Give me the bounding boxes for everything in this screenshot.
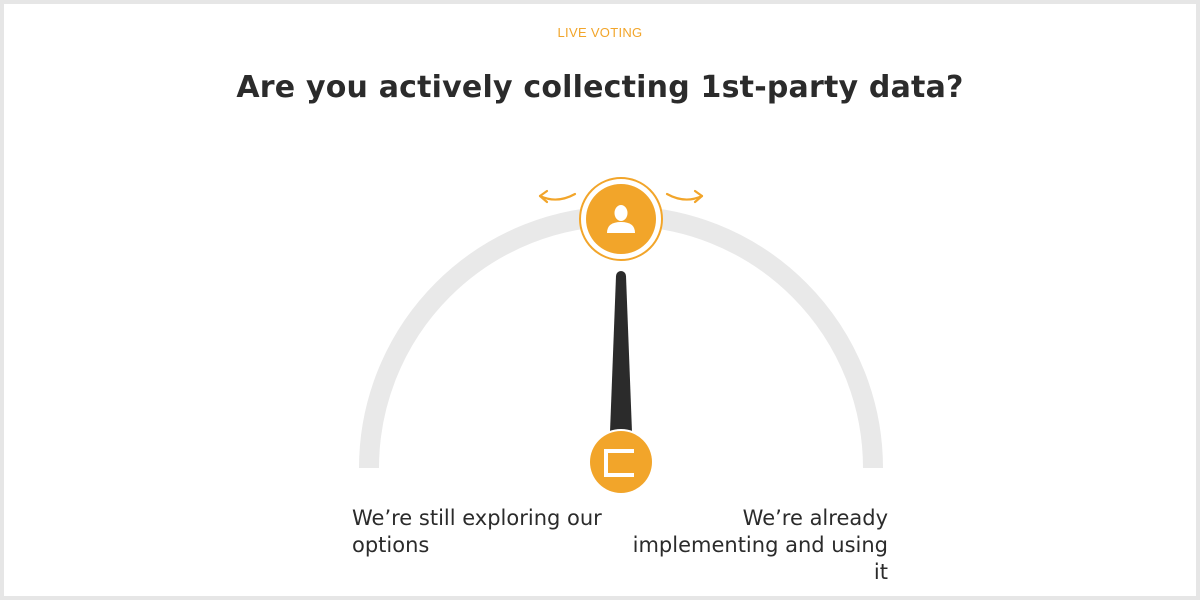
poll-question: Are you actively collecting 1st-party da… xyxy=(236,70,964,105)
user-icon[interactable] xyxy=(579,177,663,261)
live-voting-label: LIVE VOTING xyxy=(557,25,643,40)
poll-card xyxy=(4,4,1196,596)
option-left-label: We’re still exploring our options xyxy=(352,506,602,557)
curved-arrow-left-icon xyxy=(538,189,577,204)
curved-arrow-right-icon xyxy=(665,189,704,204)
vote-needle[interactable] xyxy=(610,271,632,432)
bracket-logo-icon xyxy=(588,429,654,495)
option-right-label: We’re already implementing and using it xyxy=(632,506,888,584)
